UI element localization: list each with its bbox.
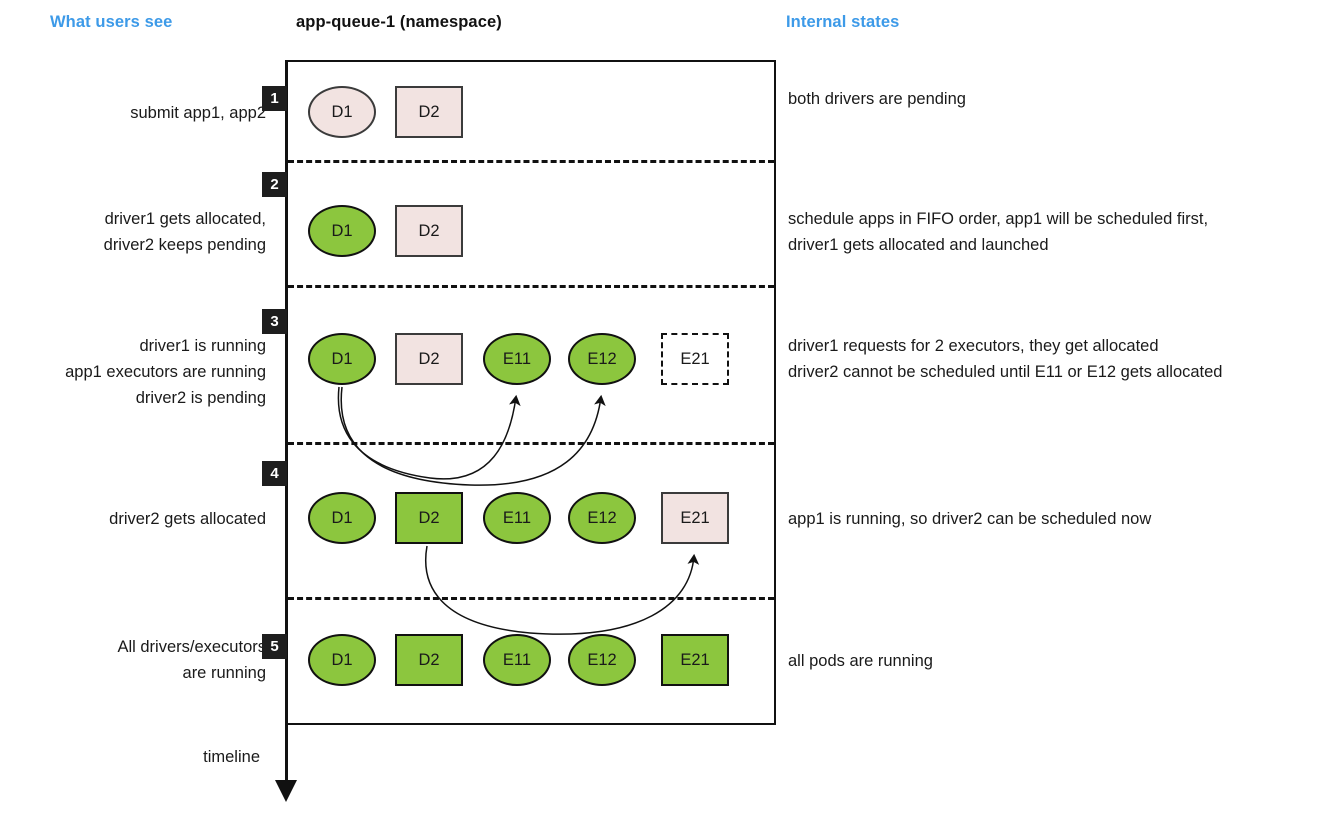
timeline-arrow-icon [275,780,297,802]
pod-step3-e21[interactable]: E21 [661,333,729,385]
pod-step3-d2[interactable]: D2 [395,333,463,385]
pod-step4-d2[interactable]: D2 [395,492,463,544]
step-divider-4 [288,597,774,600]
step-5-user-text: All drivers/executors are running [117,638,266,682]
step-4-user-text: driver2 gets allocated [109,510,266,528]
step-badge-1: 1 [262,86,287,111]
step-divider-2 [288,285,774,288]
pod-step5-d1[interactable]: D1 [308,634,376,686]
timeline-label: timeline [203,748,260,766]
step-2-internal-text: schedule apps in FIFO order, app1 will b… [788,210,1209,254]
pod-step2-d2[interactable]: D2 [395,205,463,257]
step-divider-3 [288,442,774,445]
pod-step5-e21[interactable]: E21 [661,634,729,686]
step-4-internal-text: app1 is running, so driver2 can be sched… [788,510,1152,528]
pod-step3-e12[interactable]: E12 [568,333,636,385]
pod-step2-d1[interactable]: D1 [308,205,376,257]
step-2-user-text: driver1 gets allocated, driver2 keeps pe… [103,210,266,254]
pod-step5-e11[interactable]: E11 [483,634,551,686]
pod-step1-d2[interactable]: D2 [395,86,463,138]
pod-step3-d1[interactable]: D1 [308,333,376,385]
step-badge-2: 2 [262,172,287,197]
pod-step4-d1[interactable]: D1 [308,492,376,544]
step-1-internal-text: both drivers are pending [788,90,966,108]
step-divider-1 [288,160,774,163]
step-3-user-text: driver1 is running app1 executors are ru… [65,337,266,407]
step-3-internal-text: driver1 requests for 2 executors, they g… [788,337,1223,381]
pod-step5-d2[interactable]: D2 [395,634,463,686]
step-5-internal-text: all pods are running [788,652,933,670]
pod-step5-e12[interactable]: E12 [568,634,636,686]
column-header-internal-states: Internal states [786,13,900,31]
pod-step4-e21[interactable]: E21 [661,492,729,544]
step-1-user-text: submit app1, app2 [130,104,266,122]
column-header-what-users-see: What users see [50,13,173,31]
pod-step4-e12[interactable]: E12 [568,492,636,544]
pod-step1-d1[interactable]: D1 [308,86,376,138]
step-badge-5: 5 [262,634,287,659]
pod-step4-e11[interactable]: E11 [483,492,551,544]
step-badge-4: 4 [262,461,287,486]
step-badge-3: 3 [262,309,287,334]
column-header-namespace: app-queue-1 (namespace) [296,13,502,31]
pod-step3-e11[interactable]: E11 [483,333,551,385]
